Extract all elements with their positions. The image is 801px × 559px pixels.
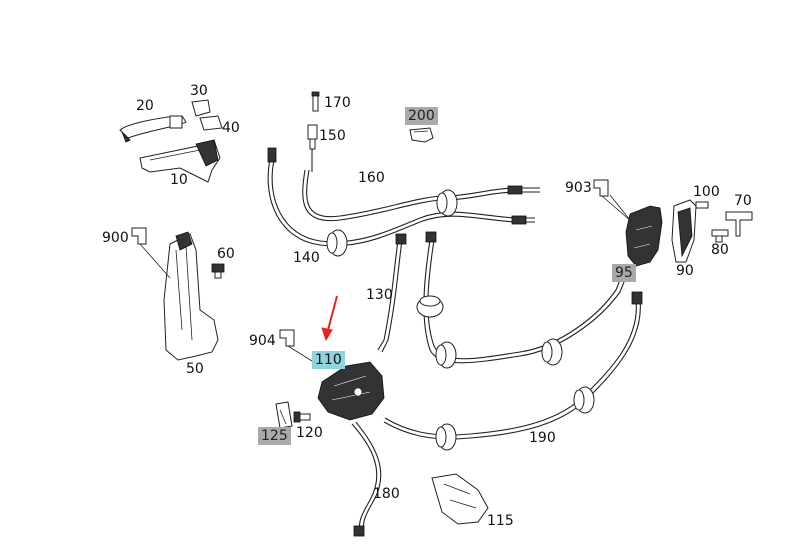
grommet-upper-2 [436,189,458,217]
red-arrow-icon [321,295,338,342]
label-20: 20 [136,98,154,114]
part-70-bracket[interactable] [725,211,753,237]
cable-140-end [511,215,527,225]
label-180: 180 [373,486,400,502]
cable-140-tip [267,147,277,163]
cable-middle-loop[interactable] [423,231,629,364]
grommet-middle-3 [541,338,563,366]
cable-130-tip [395,233,407,245]
label-110-selected[interactable]: 110 [312,351,345,369]
part-30[interactable] [191,99,211,117]
label-150: 150 [319,128,346,144]
part-40[interactable] [199,115,223,131]
label-125[interactable]: 125 [258,427,291,445]
part-95-lock[interactable] [625,205,663,267]
part-10-carrier[interactable] [139,139,221,183]
cable-160[interactable] [302,169,540,222]
part-110-lock[interactable] [317,361,385,421]
part-50-frame[interactable] [163,231,219,361]
grommet-middle-2 [435,341,457,369]
part-80-screw[interactable] [711,229,729,243]
cable-middle-tip [425,231,437,243]
label-140: 140 [293,250,320,266]
part-120-screw[interactable] [293,411,311,423]
cable-130[interactable] [377,233,407,353]
label-115: 115 [487,513,514,529]
part-125-cover[interactable] [275,401,293,429]
label-95[interactable]: 95 [612,264,636,282]
label-903: 903 [565,180,592,196]
grommet-middle-1 [416,295,444,318]
label-50: 50 [186,361,204,377]
grommet-lower-1 [573,386,595,414]
label-170: 170 [324,95,351,111]
part-200[interactable] [409,127,434,143]
label-60: 60 [217,246,235,262]
label-190: 190 [529,430,556,446]
label-160: 160 [358,170,385,186]
part-100-pin[interactable] [695,201,709,209]
tag-900-icon [131,227,171,279]
label-200[interactable]: 200 [405,107,438,125]
part-60-screw[interactable] [211,263,225,279]
part-20-handle[interactable] [119,115,187,143]
leader-903 [609,194,631,221]
cable-180[interactable] [351,421,382,537]
part-115-shield[interactable] [431,473,489,525]
cable-160-end [507,185,523,195]
grommet-upper-1 [326,229,348,257]
part-90-handle[interactable] [671,199,697,263]
grommet-lower-2 [435,423,457,451]
label-90: 90 [676,263,694,279]
cable-140[interactable] [267,147,535,247]
label-40: 40 [222,120,240,136]
label-130: 130 [366,287,393,303]
label-900: 900 [102,230,129,246]
label-120: 120 [296,425,323,441]
cable-180-tip [353,525,365,537]
cable-190-end [631,291,643,305]
tag-903-icon [593,179,633,223]
label-30: 30 [190,83,208,99]
label-904: 904 [249,333,276,349]
label-10: 10 [170,172,188,188]
part-170[interactable] [311,91,320,112]
cable-190[interactable] [383,291,643,440]
label-70: 70 [734,193,752,209]
part-150[interactable] [307,124,318,172]
label-80: 80 [711,242,729,258]
label-100: 100 [693,184,720,200]
